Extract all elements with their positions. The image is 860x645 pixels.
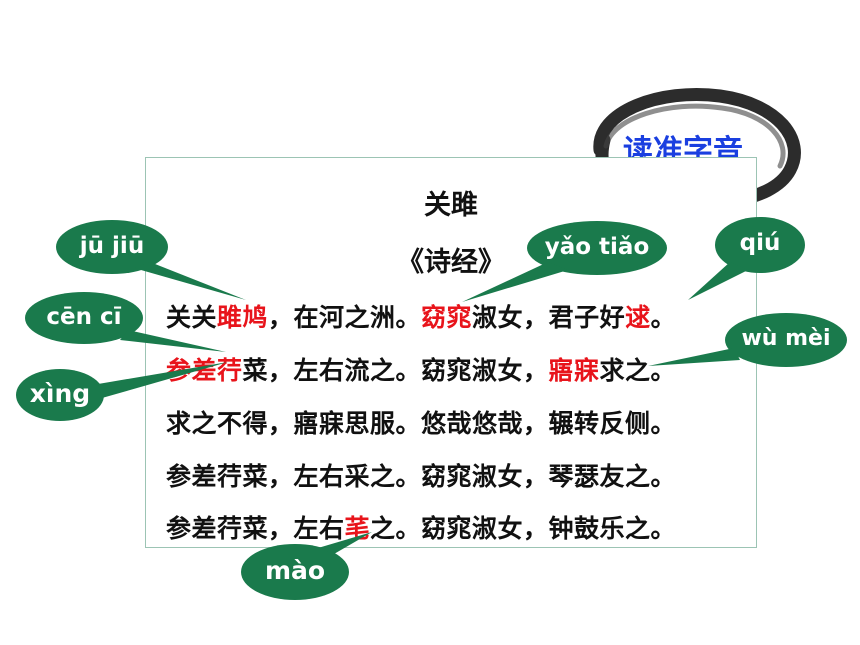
verse-text: 菜，左右流之。窈窕淑女， <box>242 356 549 385</box>
highlighted-characters: 窈窕 <box>421 303 473 332</box>
pinyin-bubble-cenci: cēn cī <box>46 304 122 330</box>
verse-text: 求之。 <box>599 356 677 385</box>
verse-text: 参差荇菜，左右 <box>166 514 345 543</box>
verse-line-5: 参差荇菜，左右芼之。窈窕淑女，钟鼓乐之。 <box>166 509 676 545</box>
verse-line-4: 参差荇菜，左右采之。窈窕淑女，琴瑟友之。 <box>166 457 676 493</box>
highlighted-characters: 逑 <box>625 303 651 332</box>
verse-text: 参差荇菜，左右采之。窈窕淑女，琴瑟友之。 <box>166 462 677 491</box>
poem-source: 《诗经》 <box>397 247 505 278</box>
verse-text: 之。窈窕淑女，钟鼓乐之。 <box>370 514 677 543</box>
pinyin-bubble-xing: xìng <box>29 379 91 408</box>
pinyin-bubble-yaotiao: yǎo tiǎo <box>544 234 650 260</box>
poem-title: 关雎 <box>424 190 478 221</box>
pinyin-bubble-jujiu: jū jiū <box>79 233 145 259</box>
verse-text: ，在河之洲。 <box>268 303 422 332</box>
pinyin-bubble-mao: mào <box>264 556 326 585</box>
verse-line-2: 参差荇菜，左右流之。窈窕淑女，寤寐求之。 <box>166 351 676 387</box>
poem-box <box>145 157 757 548</box>
pinyin-bubble-wumei: wù mèi <box>741 326 831 351</box>
highlighted-characters: 寤寐 <box>548 356 600 385</box>
verse-line-1: 关关雎鸠，在河之洲。窈窕淑女，君子好逑。 <box>166 298 676 334</box>
verse-text: 关关 <box>166 303 218 332</box>
verse-text: 。 <box>650 303 677 332</box>
highlighted-characters: 雎鸠 <box>217 303 269 332</box>
pinyin-bubble-qiu: qiú <box>739 230 781 256</box>
verse-text: 淑女，君子好 <box>472 303 626 332</box>
verse-line-3: 求之不得，寤寐思服。悠哉悠哉，辗转反侧。 <box>166 404 676 440</box>
verse-text: 求之不得，寤寐思服。悠哉悠哉，辗转反侧。 <box>166 409 677 438</box>
